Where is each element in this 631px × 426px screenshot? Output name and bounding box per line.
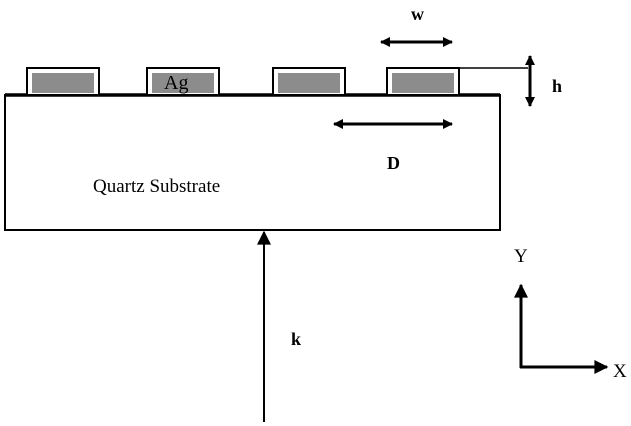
ag-grating-2 bbox=[146, 67, 220, 96]
ag-grating-3 bbox=[272, 67, 346, 96]
x-axis-label: X bbox=[613, 361, 627, 382]
quartz-substrate bbox=[4, 94, 501, 231]
substrate-label: Quartz Substrate bbox=[93, 176, 220, 197]
d-label: D bbox=[387, 153, 400, 173]
k-label: k bbox=[291, 329, 301, 349]
ag-grating-4 bbox=[386, 67, 460, 96]
ag-label: Ag bbox=[164, 72, 188, 94]
y-axis-label: Y bbox=[514, 246, 528, 267]
ag-grating-1 bbox=[26, 67, 100, 96]
w-label: w bbox=[411, 4, 424, 24]
h-label: h bbox=[552, 76, 562, 96]
coordinate-axes bbox=[514, 283, 609, 374]
